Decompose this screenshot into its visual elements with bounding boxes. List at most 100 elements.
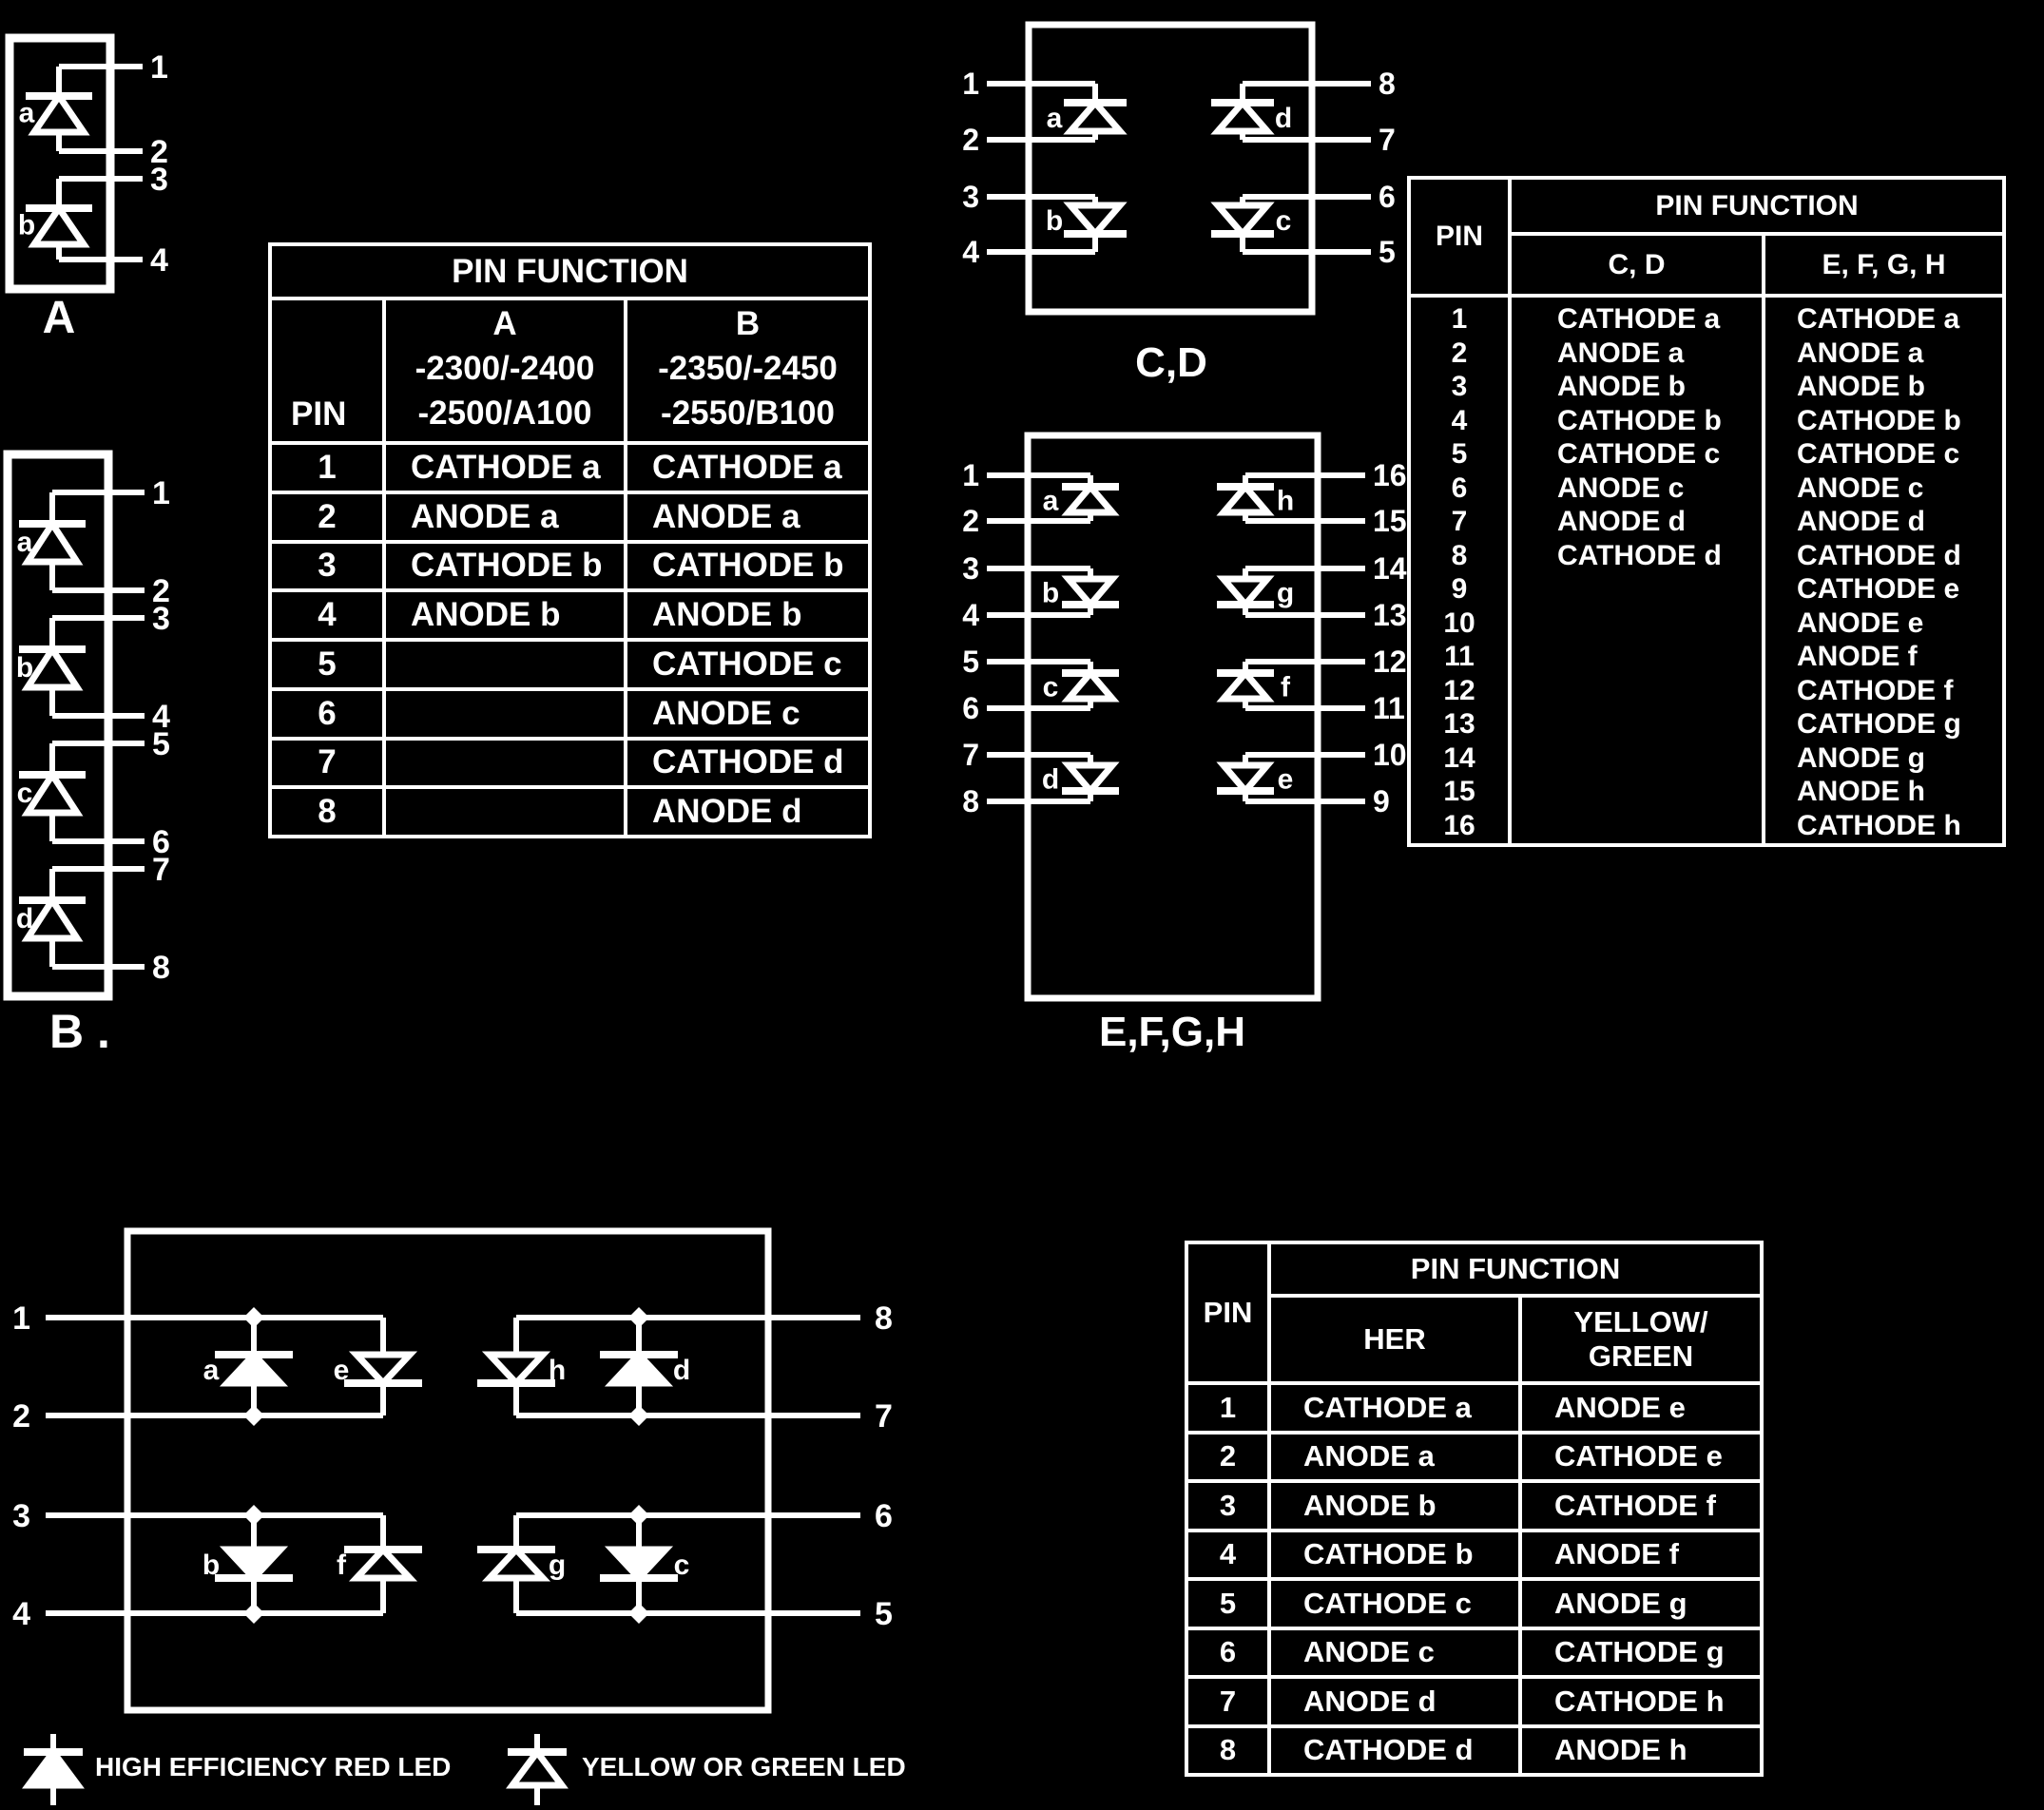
led-triangle-outline: [506, 1746, 569, 1789]
pin-number-cell: 5: [1451, 438, 1468, 470]
pin-label: 6: [875, 1498, 893, 1534]
led-triangle-outline: [1061, 761, 1120, 797]
pin-label: 4: [150, 242, 168, 279]
pin-function-cell: ANODE d: [1797, 506, 1925, 537]
led-triangle-outline: [1063, 97, 1128, 135]
pin-label: 12: [1373, 645, 1407, 679]
yellow-green-led-icon: [506, 1734, 569, 1805]
pin-label: 1: [150, 49, 168, 86]
led-triangle-outline: [1216, 761, 1275, 797]
led-label: a: [1043, 486, 1059, 517]
pin-function-cell: CATHODE c: [623, 638, 873, 691]
package-outline: [1025, 21, 1316, 316]
pin-number-cell: 2: [1185, 1430, 1271, 1483]
led-label: a: [17, 527, 33, 558]
group-header-line: GREEN: [1588, 1339, 1694, 1373]
pin-function-cell: CATHODE a: [1557, 303, 1721, 335]
pin-function-cell: CATHODE c: [1267, 1577, 1522, 1630]
model-header-line: -2500/A100: [417, 395, 592, 432]
junction-diamond: [628, 1307, 649, 1328]
pin-function-cell: [1557, 640, 1760, 674]
pin-function-cell: ANODE e: [1518, 1381, 1764, 1435]
pin-function-cell: CATHODE a: [623, 441, 873, 494]
pin-label: 2: [12, 1398, 30, 1435]
pin-label: 9: [1373, 784, 1390, 818]
led-triangle-outline: [28, 89, 90, 136]
model-column-header: A-2300/-2400-2500/A100: [382, 297, 627, 445]
pin-label: 4: [152, 699, 170, 735]
pin-function-cell: [382, 785, 627, 838]
pin-label: 4: [12, 1596, 30, 1632]
junction-diamond: [628, 1603, 649, 1624]
pin-function-cell: ANODE d: [1557, 506, 1686, 537]
pin-function-cell: CATHODE a: [382, 441, 627, 494]
pin-function-cell: CATHODE f: [1518, 1479, 1764, 1532]
pin-number-cell: 8: [1451, 539, 1468, 571]
pin-function-cell: ANODE b: [623, 588, 873, 642]
pin-number-cell: 13: [1443, 708, 1475, 740]
junction-diamond: [243, 1405, 264, 1426]
junction-diamond: [243, 1307, 264, 1328]
pin-function-cell: CATHODE c: [1557, 438, 1721, 470]
led-label: b: [18, 209, 35, 241]
model-header-line: -2550/B100: [661, 395, 835, 432]
pin-label: 2: [962, 504, 979, 538]
package-outline: [1024, 432, 1321, 1002]
diagram-caption: E,F,G,H: [1099, 1009, 1245, 1055]
pin-label: 8: [1379, 67, 1396, 101]
pin-function-cell: CATHODE b: [623, 539, 873, 593]
led-triangle-filled: [219, 1546, 289, 1584]
pin-label: 7: [1379, 123, 1396, 157]
led-label: a: [19, 97, 35, 128]
pin-label: 2: [152, 573, 170, 609]
pin-label: 5: [875, 1596, 893, 1632]
pin-function-cell: ANODE c: [1267, 1626, 1522, 1679]
pin-function-cell: CATHODE b: [1557, 404, 1722, 436]
pin-label: 5: [152, 726, 170, 762]
pin-function-cell: [1557, 809, 1760, 842]
pin-function-cell: ANODE b: [382, 588, 627, 642]
led-label: b: [16, 652, 33, 684]
pin-function-cell: ANODE f: [1797, 641, 1918, 672]
package-outline: [5, 33, 115, 294]
pin-number-cell: 12: [1443, 674, 1475, 706]
led-label: b: [1046, 205, 1063, 237]
led-triangle-outline: [21, 517, 84, 566]
led-triangle-outline: [1061, 575, 1120, 610]
led-triangle-outline: [481, 1351, 551, 1389]
led-triangle-outline: [21, 643, 84, 691]
pin-column-header: PIN: [1407, 176, 1512, 298]
pin-number-cell: 1: [268, 441, 386, 494]
pin-number-cell: 4: [1451, 404, 1468, 436]
pin-number-cell: 6: [1185, 1626, 1271, 1679]
package-outline: [124, 1227, 772, 1714]
pin-function-cell: CATHODE g: [1797, 708, 1961, 740]
model-header-line: -2350/-2450: [658, 350, 838, 387]
pin-function-cell: CATHODE g: [1518, 1626, 1764, 1679]
pin-number-cell: 16: [1443, 809, 1475, 841]
led-label: c: [17, 778, 33, 809]
pin-function-cell: CATHODE f: [1797, 674, 1954, 706]
pin-label: 3: [962, 551, 979, 586]
pin-label: 6: [152, 824, 170, 860]
pin-number-cell: 7: [1451, 506, 1468, 537]
package-outline: [3, 450, 113, 1001]
pin-function-cell: ANODE a: [1557, 337, 1685, 369]
pin-number-cell: 7: [1185, 1675, 1271, 1728]
pin-function-cell: CATHODE e: [1518, 1430, 1764, 1483]
led-label: g: [1277, 578, 1294, 609]
pin-function-cell: CATHODE d: [623, 736, 873, 790]
led-label: d: [16, 903, 33, 934]
pin-function-cell: ANODE a: [1797, 337, 1924, 369]
pin-label: 4: [962, 598, 979, 632]
led-triangle-filled: [604, 1349, 674, 1387]
led-label: f: [1281, 672, 1291, 703]
